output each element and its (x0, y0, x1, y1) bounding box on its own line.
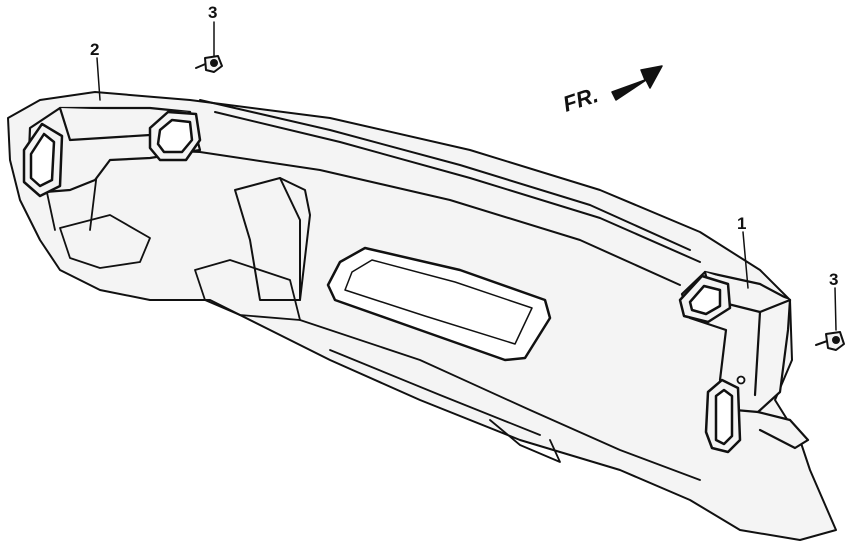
leader-lines (96, 21, 837, 331)
left-side-vent-outlet (22, 122, 64, 198)
leader-line-1 (742, 231, 749, 289)
instrument-cluster-hood (234, 177, 311, 301)
right-duct-screw-hole (736, 375, 746, 385)
screw-top (195, 55, 223, 73)
callout-3-top: 3 (208, 3, 217, 22)
front-direction-indicator: FR. (560, 65, 663, 117)
callout-3-right: 3 (829, 270, 838, 289)
dashboard-center-opening (326, 246, 552, 362)
right-top-vent-outlet (678, 274, 732, 324)
screw-right (815, 331, 845, 351)
right-side-vent-outlet (704, 378, 742, 454)
callout-1: 1 (737, 214, 746, 233)
leader-line-3-right (834, 287, 837, 331)
left-top-vent-outlet (148, 110, 202, 162)
front-arrow-icon (611, 65, 663, 101)
front-direction-label: FR. (560, 82, 601, 117)
callout-2: 2 (90, 40, 99, 59)
dashboard-lower-trim (39, 147, 701, 481)
leader-line-2 (96, 57, 101, 101)
